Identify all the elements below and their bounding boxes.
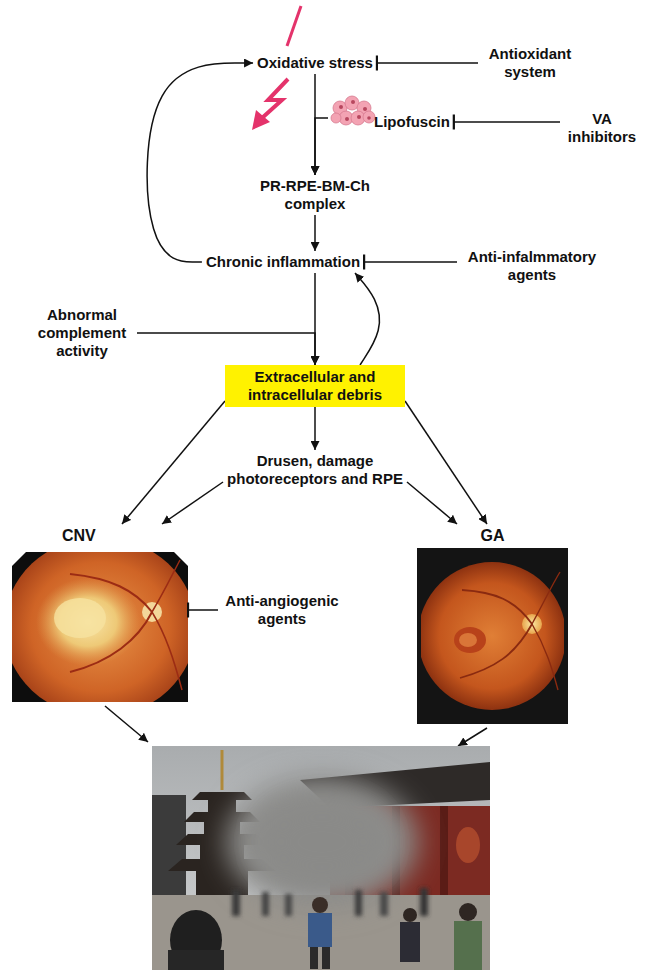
diagram-node: CNV xyxy=(12,524,188,704)
connector-arrow xyxy=(377,62,478,64)
diagram-node: Anti-angiogenic agents xyxy=(218,590,346,630)
node-label: Lipofuscin xyxy=(374,113,450,131)
connector-arrow xyxy=(137,333,315,365)
cnv-fundus-photo xyxy=(4,537,196,717)
diagram-node: PR-RPE-BM-Ch complex xyxy=(248,175,382,215)
diagram-node: Drusen, damage photoreceptors and RPE xyxy=(223,450,407,490)
node-label: Drusen, damage photoreceptors and RPE xyxy=(227,452,403,488)
connector-arrow xyxy=(355,273,379,365)
connector-arrow xyxy=(364,261,457,263)
diagram-node: Oxidative stress xyxy=(253,52,377,74)
connector-arrow xyxy=(407,482,457,524)
diagram-node: Extracellular and intracellular debris xyxy=(225,365,405,407)
connector-arrow xyxy=(147,63,253,262)
vision-loss-photo xyxy=(152,746,490,970)
connector-arrow xyxy=(454,121,560,123)
node-label: Chronic inflammation xyxy=(206,253,360,271)
diagram-node: Chronic inflammation xyxy=(202,251,364,273)
node-label: VA inhibitors xyxy=(564,110,640,146)
node-label: Anti-infalmmatory agents xyxy=(461,248,603,284)
connector-arrow xyxy=(314,215,316,251)
connector-arrow xyxy=(405,401,487,524)
node-label: Abnormal complement activity xyxy=(31,306,133,360)
connector-arrow xyxy=(314,407,316,450)
node-label: GA xyxy=(421,526,564,545)
connector-arrow xyxy=(188,609,218,611)
diagram-node: Lipofuscin xyxy=(328,111,454,133)
node-label: PR-RPE-BM-Ch complex xyxy=(252,177,378,213)
lipofuscin-granules xyxy=(331,96,375,125)
diagram-node: VA inhibitors xyxy=(560,108,644,148)
node-label: Antioxidant system xyxy=(482,45,578,81)
diagram-node: Abnormal complement activity xyxy=(27,304,137,362)
diagram-node: Anti-infalmmatory agents xyxy=(457,246,607,286)
scene-arrows xyxy=(105,706,487,746)
node-label: Anti-angiogenic agents xyxy=(222,592,342,628)
connector-arrow xyxy=(162,482,223,524)
diagram-node: GA xyxy=(417,524,568,726)
connector-arrow xyxy=(122,401,225,524)
node-label: CNV xyxy=(62,526,184,545)
diagram-node: Antioxidant system xyxy=(478,43,582,83)
connector-arrow xyxy=(315,118,328,175)
node-label: Extracellular and intracellular debris xyxy=(233,368,397,404)
node-label: Oxidative stress xyxy=(257,54,373,72)
ga-fundus-photo xyxy=(417,548,568,724)
